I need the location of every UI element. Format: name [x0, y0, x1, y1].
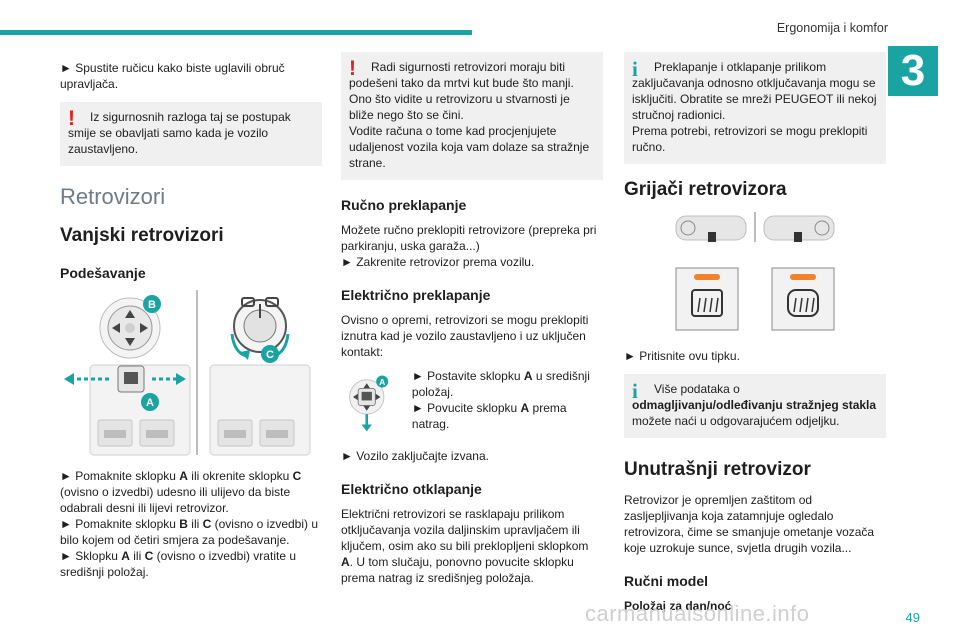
- info-icon: i: [632, 379, 638, 403]
- page-number: 49: [905, 610, 920, 625]
- manual-folding-step: Zakrenite retrovizor prema vozilu.: [341, 254, 603, 270]
- heading-electric-unfolding: Električno otklapanje: [341, 481, 482, 497]
- heading-outer-mirrors: Vanjski retrovizori: [60, 225, 224, 246]
- chapter-heading: Retrovizori: [60, 184, 166, 209]
- step-adjust-mirror: Pomaknite sklopku B ili C (ovisno o izve…: [60, 516, 322, 548]
- chapter-number-badge: 3: [888, 46, 938, 96]
- manual-folding-text: Možete ručno preklopiti retrovizore (pre…: [341, 223, 597, 253]
- heading-electric-folding: Električno preklapanje: [341, 287, 491, 303]
- electric-unfolding-text: Električni retrovizori se rasklapaju pri…: [341, 507, 589, 585]
- step-lock-vehicle: Vozilo zaključajte izvana.: [341, 448, 603, 464]
- header-accent-bar: [0, 30, 472, 35]
- switch-a-illustration: A: [349, 375, 389, 432]
- info-note-2: i Više podataka o odmagljivanju/odleđiva…: [624, 374, 886, 438]
- column-2: ! Radi sigurnosti retrovizori moraju bit…: [341, 52, 603, 586]
- heading-day-night: Položaj za dan/noć: [624, 599, 732, 613]
- label-c: C: [266, 349, 274, 361]
- heading-manual-folding: Ručno preklapanje: [341, 197, 467, 213]
- warning-exclamation-icon: !: [68, 107, 75, 130]
- heading-adjustment: Podešavanje: [60, 265, 146, 281]
- heading-inner-mirror: Unutrašnji retrovizor: [624, 459, 811, 480]
- electric-folding-steps: A Postavite sklopku A u središnji položa…: [341, 368, 603, 438]
- info-note-1: i Preklapanje i otklapanje prilikom zakl…: [624, 52, 886, 164]
- step-center-switch: Postavite sklopku A u središnji položaj.: [412, 368, 603, 400]
- heading-manual-model: Ručni model: [624, 573, 709, 589]
- section-title: Ergonomija i komfor: [776, 21, 888, 35]
- step-select-mirror: Pomaknite sklopku A ili okrenite sklopku…: [60, 468, 322, 516]
- info-icon: i: [632, 57, 638, 81]
- warning-exclamation-icon: !: [349, 57, 356, 80]
- intro-step: Spustite ručicu kako biste uglavili obru…: [60, 60, 322, 92]
- label-a: A: [146, 397, 154, 409]
- electric-folding-text: Ovisno o opremi, retrovizori se mogu pre…: [341, 313, 589, 359]
- heading-mirror-heaters: Grijači retrovizora: [624, 179, 787, 200]
- watermark-site: carmanualsonline.info: [585, 601, 810, 626]
- warning-note-1: ! Iz sigurnosnih razloga taj se postupak…: [60, 102, 322, 166]
- step-press-button: Pritisnite ovu tipku.: [624, 348, 886, 364]
- column-3: i Preklapanje i otklapanje prilikom zakl…: [624, 52, 886, 618]
- column-1: Spustite ručicu kako biste uglavili obru…: [60, 60, 322, 580]
- label-b: B: [148, 299, 156, 311]
- inner-mirror-text: Retrovizor je opremljen zaštitom od zasl…: [624, 493, 875, 555]
- step-pull-switch: Povucite sklopku A prema natrag.: [412, 400, 603, 432]
- label-a: A: [379, 377, 385, 387]
- heater-buttons-illustration: [675, 212, 835, 331]
- mirror-controls-illustration: B A C: [64, 290, 311, 456]
- warning-note-2: ! Radi sigurnosti retrovizori moraju bit…: [341, 52, 603, 180]
- step-return-center: Sklopku A ili C (ovisno o izvedbi) vrati…: [60, 548, 322, 580]
